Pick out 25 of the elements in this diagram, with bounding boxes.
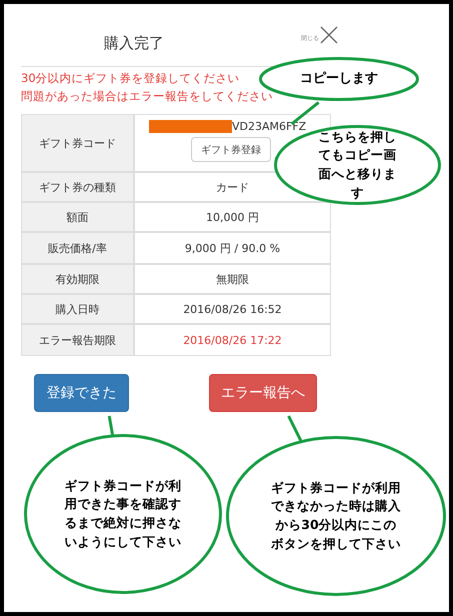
gift-code-text: VD23AM6FFZ <box>232 120 306 136</box>
speech-bubble <box>24 434 222 594</box>
table-cell: 9,000 円 / 90.0 % <box>134 232 331 264</box>
speech-bubble <box>259 57 419 101</box>
table-cell: 2016/08/26 17:22 <box>134 324 331 356</box>
warning-text: 問題があった場合はエラー報告をしてください <box>21 89 273 104</box>
callout-text: ギフト券コードが利用できなかった時は購入から30分以内にこのボタンを押して下さい <box>270 478 402 553</box>
table-header-cell: ギフト券コード <box>21 114 134 172</box>
callout-text: ギフト券コードが利用できた事を確認するまで絶対に押さないようにして下さい <box>63 476 182 551</box>
table-header-cell: エラー報告期限 <box>21 324 134 356</box>
speech-bubble <box>226 436 446 596</box>
dialog-title: 購入完了 <box>104 34 164 53</box>
table-cell: 無期限 <box>134 264 331 294</box>
confirm-button: 登録できた <box>34 374 129 412</box>
table-header-cell: 購入日時 <box>21 294 134 324</box>
table-cell: 10,000 円 <box>134 202 331 232</box>
table-header-cell: 販売価格/率 <box>21 232 134 264</box>
table-header-cell: 有効期限 <box>21 264 134 294</box>
error-report-button: エラー報告へ <box>209 374 317 412</box>
table-cell: 2016/08/26 16:52 <box>134 294 331 324</box>
table-header-cell: 額面 <box>21 202 134 232</box>
callout-text: コピーします <box>299 70 379 88</box>
warning-text: 30分以内にギフト券を登録してください <box>21 71 240 86</box>
register-button: ギフト券登録 <box>191 137 271 162</box>
table-header-cell: ギフト券の種類 <box>21 172 134 202</box>
